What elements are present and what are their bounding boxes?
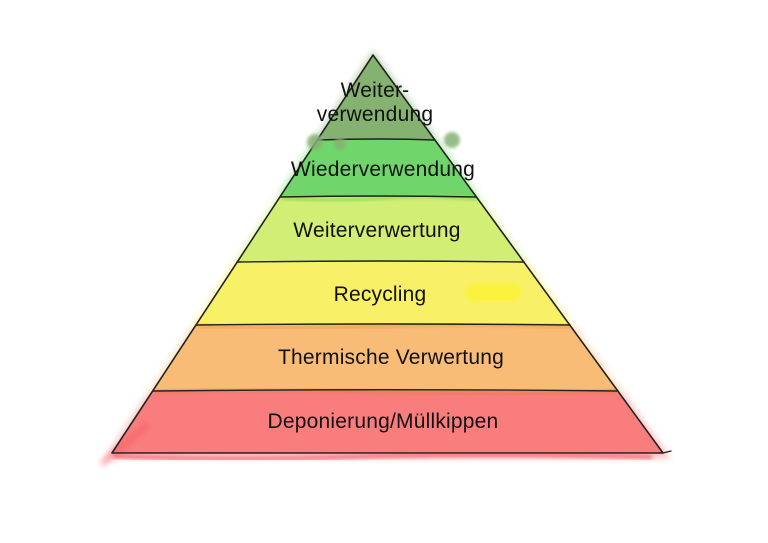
- level-1-shape: [317, 55, 435, 140]
- divider-2: [279, 195, 477, 198]
- level-3-label: Weiterverwertung: [293, 219, 461, 242]
- level-4-shape: [196, 262, 570, 325]
- green-dab-right: [444, 132, 460, 148]
- divider-3: [236, 260, 525, 263]
- level-4-label: Recycling: [333, 283, 427, 306]
- pyramid-outline: [111, 54, 664, 454]
- level-2-shape: [280, 140, 476, 197]
- level-1-label: Weiter- verwendung: [317, 79, 433, 127]
- level-1-label-line-2: verwendung: [316, 103, 434, 126]
- level-6-label: Deponierung/Müllkippen: [267, 410, 499, 433]
- green-dab-left-1: [307, 134, 323, 150]
- divider-1: [316, 138, 436, 141]
- red-base-wave-accent: [113, 452, 653, 462]
- green-dabs: [307, 132, 460, 150]
- level-2-label: Wiederverwendung: [290, 158, 476, 181]
- level-1-label-line-1: Weiter-: [340, 79, 410, 102]
- divider-5: [152, 389, 619, 392]
- level-3-shape: [237, 197, 524, 262]
- green-dab-left-2: [334, 138, 346, 150]
- red-corner-fringe: [100, 422, 150, 466]
- level-5-shape: [153, 325, 618, 391]
- divider-4: [195, 323, 571, 326]
- yellow-highlighter-dab: [466, 284, 521, 301]
- level-6-shape: [112, 391, 663, 453]
- outline-overshoot: [662, 450, 672, 454]
- pyramid-levels: [112, 55, 663, 453]
- level-5-label: Thermische Verwertung: [278, 346, 504, 369]
- pyramid-outlines: [111, 54, 672, 454]
